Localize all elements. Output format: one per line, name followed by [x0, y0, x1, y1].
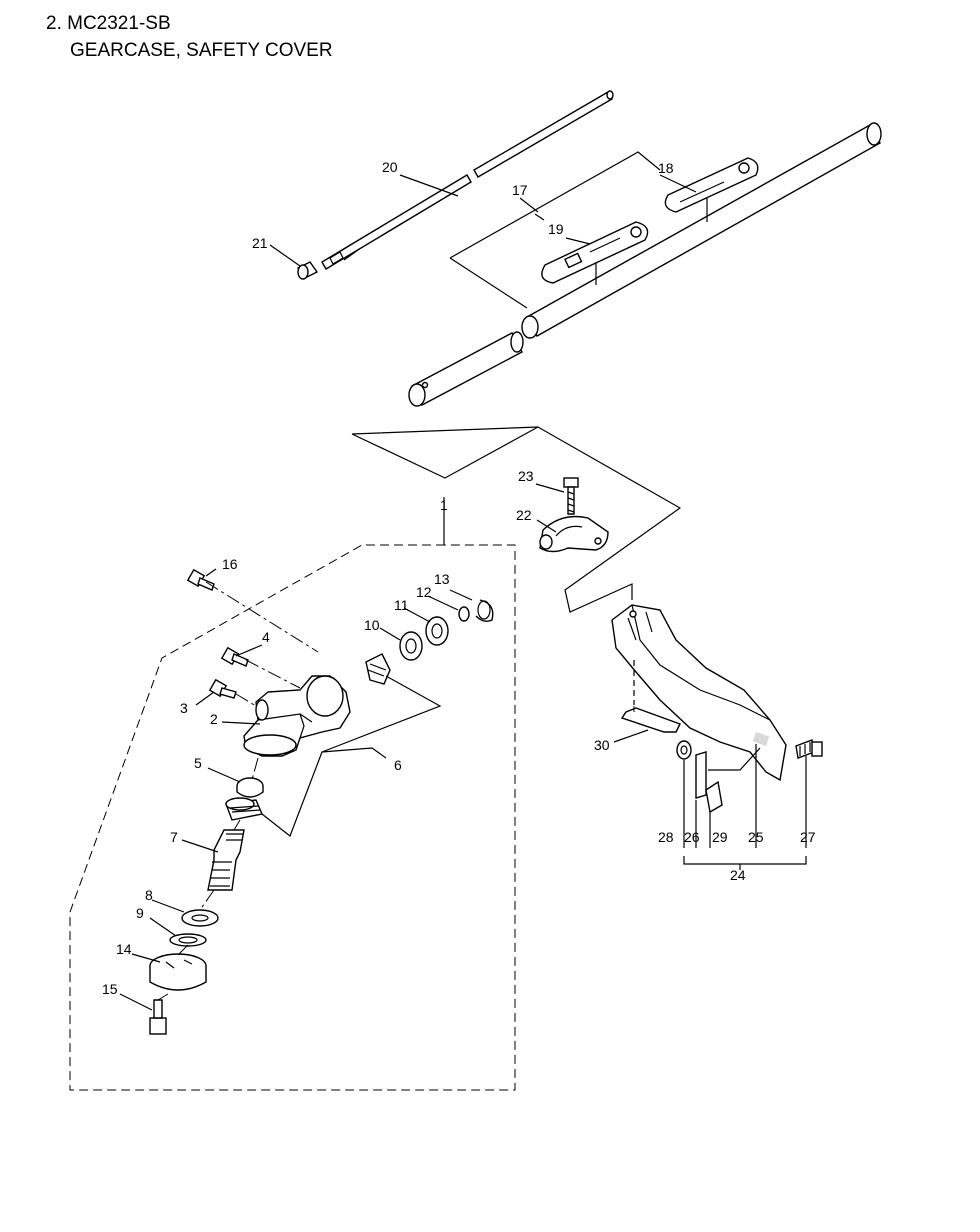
bearing-11 — [425, 616, 449, 646]
label-plate-upper — [664, 157, 759, 213]
callout-23: 23 — [518, 468, 534, 484]
hardware-28 — [676, 740, 692, 760]
callout-29: 29 — [712, 829, 728, 845]
gearcase-assembly-boundary — [69, 544, 516, 1091]
drive-shaft — [321, 90, 614, 270]
callout-15: 15 — [102, 981, 118, 997]
shaft-cap — [296, 261, 319, 280]
callout-20: 20 — [382, 159, 398, 175]
callout-19: 19 — [548, 221, 564, 237]
callout-25: 25 — [748, 829, 764, 845]
callout-28: 28 — [658, 829, 674, 845]
cover-bolt-27 — [795, 739, 823, 759]
cover-bracket — [620, 707, 681, 733]
callout-4: 4 — [262, 629, 270, 645]
pipe-clamp — [539, 515, 609, 553]
label-plate-lower — [541, 221, 649, 284]
washer-9 — [169, 933, 207, 947]
clamp-bolt — [563, 477, 579, 515]
callout-9: 9 — [136, 905, 144, 921]
holder-bolt-15 — [149, 999, 167, 1035]
gearcase — [243, 675, 351, 757]
callout-27: 27 — [800, 829, 816, 845]
callout-14: 14 — [116, 941, 132, 957]
title-block: 2. MC2321-SB GEARCASE, SAFETY COVER — [46, 10, 333, 64]
handle-bolt-16 — [186, 568, 215, 591]
bearing-8 — [181, 909, 219, 927]
callout-10: 10 — [364, 617, 380, 633]
section-title: GEARCASE, SAFETY COVER — [70, 40, 333, 61]
callout-1: 1 — [440, 497, 448, 513]
callout-22: 22 — [516, 507, 532, 523]
callout-8: 8 — [145, 887, 153, 903]
circlip-13 — [475, 599, 494, 623]
leader-lines — [119, 174, 807, 1011]
callout-26: 26 — [684, 829, 700, 845]
safety-cover — [611, 604, 787, 782]
callout-11: 11 — [394, 597, 409, 613]
bevel-pinion — [365, 653, 391, 685]
lower-pipe — [408, 331, 524, 407]
blade-holder-14 — [149, 953, 207, 991]
spacer-plate-26 — [695, 751, 707, 799]
output-shaft — [207, 829, 245, 891]
bevel-gear — [225, 797, 263, 821]
model-title: 2. MC2321-SB — [46, 13, 171, 34]
callout-6: 6 — [394, 757, 402, 773]
gearcase-bolt-3 — [208, 678, 237, 699]
label-29 — [705, 780, 723, 814]
gearcase-bolt-4 — [220, 646, 249, 667]
circlip-12 — [458, 606, 470, 622]
alignment-lines — [157, 581, 635, 1001]
pipe-group-bracket — [351, 151, 682, 613]
callout-17: 17 — [512, 182, 528, 198]
needle-bearing-5 — [236, 777, 264, 798]
callout-30: 30 — [594, 737, 610, 753]
callout-21: 21 — [252, 235, 268, 251]
callout-12: 12 — [416, 584, 432, 600]
callout-7: 7 — [170, 829, 178, 845]
bearing-10 — [399, 631, 423, 661]
callout-5: 5 — [194, 755, 202, 771]
callout-16: 16 — [222, 556, 238, 572]
callout-13: 13 — [434, 571, 450, 587]
callout-3: 3 — [180, 700, 188, 716]
callout-18: 18 — [658, 160, 674, 176]
main-pipe — [521, 122, 882, 339]
callout-2: 2 — [210, 711, 218, 727]
callout-24: 24 — [730, 867, 746, 883]
